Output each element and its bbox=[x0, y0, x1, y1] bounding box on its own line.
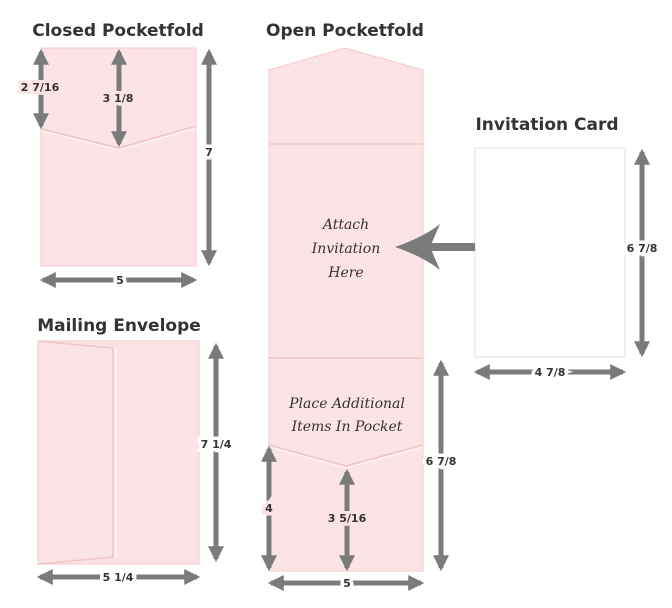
open-pocketfold-pocket-edge bbox=[268, 444, 424, 467]
mailing-envelope-title: Mailing Envelope bbox=[37, 316, 201, 336]
pocket-height-dimension-label: 6 7/8 bbox=[426, 455, 457, 468]
open-pocketfold bbox=[268, 47, 424, 572]
mailing-envelope-flap-edge bbox=[37, 340, 114, 565]
insert-card-arrow bbox=[395, 224, 475, 270]
closed-height-dimension-label: 7 bbox=[205, 146, 213, 159]
pocket-side-dimension-label: 4 bbox=[265, 502, 273, 515]
attach-note-line1: Attach bbox=[321, 217, 369, 233]
attach-note-line2: Invitation bbox=[311, 241, 380, 257]
card-width-dimension-label: 4 7/8 bbox=[535, 366, 566, 379]
closed-flap-dimension-label: 2 7/16 bbox=[21, 81, 60, 94]
closed-pocketfold-title: Closed Pocketfold bbox=[32, 21, 204, 41]
invitation-card-title: Invitation Card bbox=[475, 115, 618, 135]
envelope-height-dimension-label: 7 1/4 bbox=[201, 438, 232, 451]
mailing-envelope-body bbox=[37, 340, 200, 565]
closed-point-dimension-label: 3 1/8 bbox=[103, 92, 134, 105]
mailing-envelope bbox=[37, 340, 200, 565]
closed-pocketfold-flap-edge bbox=[40, 125, 197, 149]
envelope-width-dimension-label: 5 1/4 bbox=[103, 571, 134, 584]
card-height-dimension-label: 6 7/8 bbox=[627, 242, 658, 255]
insert-card-arrowhead bbox=[395, 224, 440, 270]
attach-note-line3: Here bbox=[327, 265, 363, 281]
pocket-note-line1: Place Additional bbox=[288, 396, 405, 412]
open-pocketfold-title: Open Pocketfold bbox=[266, 21, 424, 41]
invitation-card bbox=[474, 147, 626, 358]
closed-width-dimension-label: 5 bbox=[116, 274, 124, 287]
pocket-point-dimension-label: 3 5/16 bbox=[328, 512, 367, 525]
open-width-dimension-label: 5 bbox=[343, 577, 351, 590]
pocket-note-line2: Items In Pocket bbox=[291, 419, 403, 435]
